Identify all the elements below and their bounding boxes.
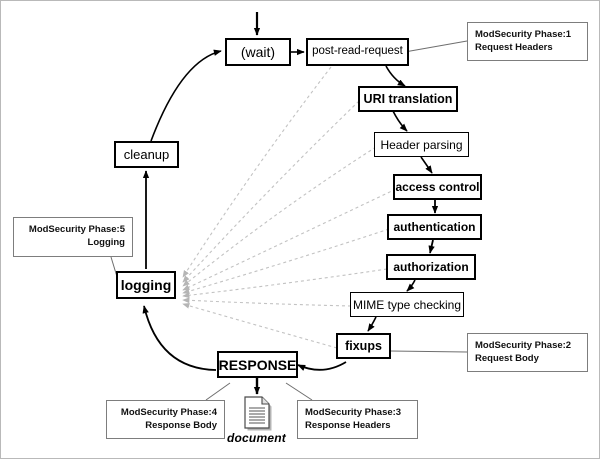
note-phase-3-line-2: Response Headers: [305, 419, 391, 431]
document-label: document: [227, 431, 286, 445]
phase-link-access-to-logging: [182, 188, 397, 291]
arrow-mime-to-fixups: [367, 316, 377, 332]
arrow-cleanup-to-wait: [150, 49, 222, 142]
note-phase-2-line-2: Request Body: [475, 352, 539, 364]
node-header-parsing[interactable]: Header parsing: [374, 132, 469, 157]
note-modsecurity-phase-3: ModSecurity Phase:3 Response Headers: [297, 400, 418, 439]
node-authorization[interactable]: authorization: [386, 254, 476, 280]
note-modsecurity-phase-1: ModSecurity Phase:1 Request Headers: [467, 22, 588, 61]
arrow-header-to-access: [420, 156, 433, 174]
arrow-post-read-to-uri: [385, 65, 406, 87]
phase-link-post-read-to-logging: [182, 66, 332, 278]
arrow-fixups-to-response: [297, 361, 347, 371]
node-response[interactable]: RESPONSE: [217, 351, 298, 378]
node-authentication-label: authentication: [393, 220, 476, 234]
note-phase-4-line-2: Response Body: [145, 419, 217, 431]
arrow-response-to-logging: [142, 305, 217, 371]
node-header-parsing-label: Header parsing: [380, 137, 463, 152]
note-phase-4-line-1: ModSecurity Phase:4: [120, 407, 217, 418]
arrow-authn-to-authz: [428, 239, 435, 254]
node-logging-label: logging: [120, 277, 172, 293]
node-cleanup[interactable]: cleanup: [114, 141, 179, 168]
leader-phase2: [389, 350, 468, 353]
phase-link-fixups-to-logging: [182, 302, 338, 349]
node-authorization-label: authorization: [393, 260, 469, 274]
phase-link-uri-to-logging: [182, 100, 360, 283]
document-icon: [244, 396, 272, 431]
node-access-control[interactable]: access control: [393, 174, 482, 200]
note-phase-5-line-1: ModSecurity Phase:5: [28, 224, 125, 235]
note-modsecurity-phase-5: ModSecurity Phase:5 Logging: [13, 217, 133, 257]
node-fixups-label: fixups: [345, 338, 382, 353]
node-fixups[interactable]: fixups: [336, 333, 391, 359]
note-phase-1-line-2: Request Headers: [475, 41, 553, 53]
node-mime-type-checking-label: MIME type checking: [352, 297, 462, 312]
phase-link-header-to-logging: [182, 146, 377, 287]
node-mime-type-checking[interactable]: MIME type checking: [350, 292, 464, 317]
node-uri-translation[interactable]: URI translation: [358, 86, 458, 112]
node-uri-translation-label: URI translation: [363, 91, 453, 106]
note-phase-1-line-1: ModSecurity Phase:1: [475, 29, 572, 40]
node-logging[interactable]: logging: [116, 271, 176, 299]
node-response-label: RESPONSE: [218, 356, 297, 373]
note-phase-2-line-1: ModSecurity Phase:2: [475, 340, 572, 351]
leader-phase1: [398, 40, 468, 54]
node-post-read-request-label: post-read-request: [312, 45, 403, 58]
node-cleanup-label: cleanup: [123, 147, 170, 162]
note-phase-5-line-2: Logging: [87, 236, 125, 248]
arrow-authz-to-mime: [406, 279, 416, 292]
node-post-read-request[interactable]: post-read-request: [306, 38, 409, 66]
node-wait-label: (wait): [240, 44, 276, 60]
arrow-uri-to-header: [392, 110, 408, 132]
note-modsecurity-phase-4: ModSecurity Phase:4 Response Body: [106, 400, 225, 439]
node-wait[interactable]: (wait): [225, 38, 291, 66]
phase-link-authn-to-logging: [182, 228, 390, 294]
node-access-control-label: access control: [395, 180, 480, 194]
leader-phase4: [205, 382, 231, 401]
note-modsecurity-phase-2: ModSecurity Phase:2 Request Body: [467, 333, 588, 372]
note-phase-3-line-1: ModSecurity Phase:3: [305, 407, 402, 418]
node-authentication[interactable]: authentication: [387, 214, 482, 240]
phase-link-mime-to-logging: [182, 297, 352, 307]
leader-phase3: [285, 382, 313, 401]
